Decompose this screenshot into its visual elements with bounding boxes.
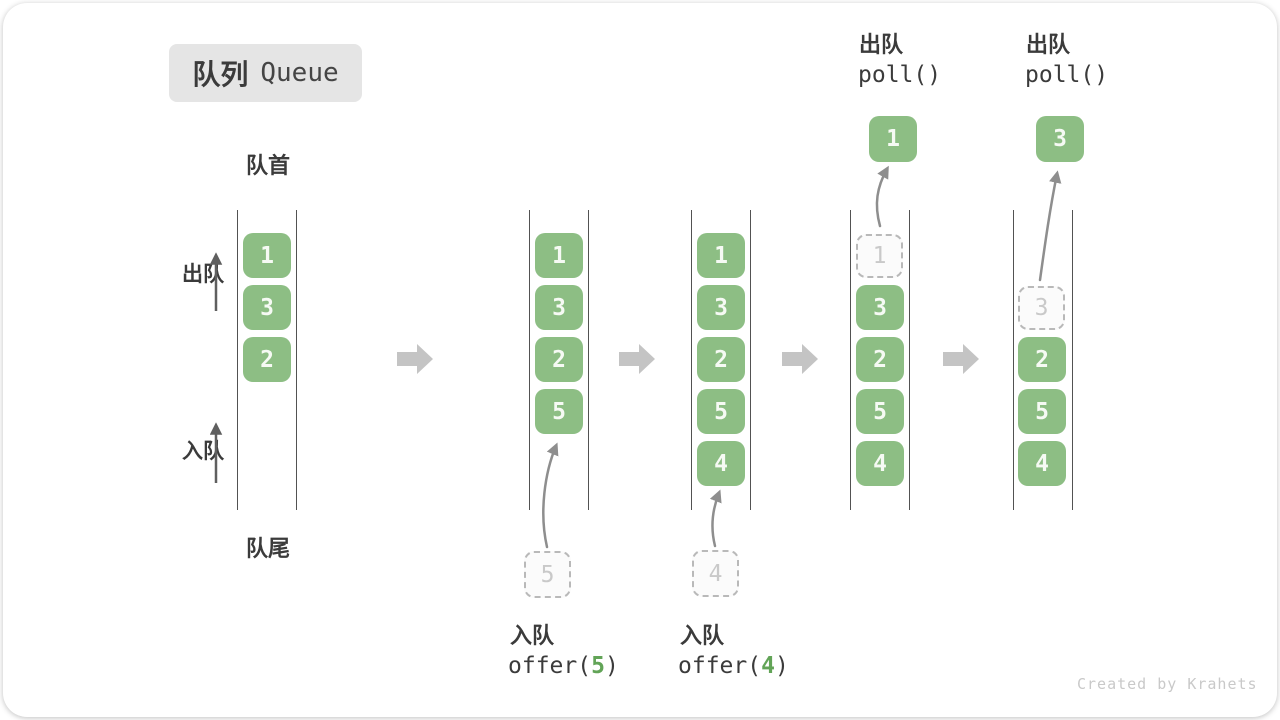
queue5-slot: 4: [1018, 441, 1066, 486]
queue-channel-1: [237, 210, 297, 510]
enqueue-side-label: 入队: [182, 439, 224, 463]
poll-op-label: 出队: [859, 33, 904, 58]
offer-code-close: ): [774, 653, 789, 679]
queue2-slot: 5: [535, 389, 583, 434]
queue2-slot: 3: [535, 285, 583, 330]
offer-code-open: offer(: [678, 653, 762, 679]
queue3-slot: 1: [697, 233, 745, 278]
queue3-slot: 4: [697, 441, 745, 486]
offer-code-arg: 4: [761, 653, 775, 679]
dequeue-side-label: 出队: [182, 262, 224, 286]
title-en: Queue: [260, 58, 339, 88]
polled-value-box: 1: [869, 116, 917, 162]
queue3-slot: 5: [697, 389, 745, 434]
poll-op-code: poll(): [858, 62, 942, 88]
poll-op-code: poll(): [1025, 62, 1109, 88]
step-arrow-icon: [397, 344, 433, 374]
queue5-slot: 2: [1018, 337, 1066, 382]
queue4-slot: 2: [856, 337, 904, 382]
queue-front-label: 队首: [245, 154, 290, 179]
offer-op-label: 入队: [680, 624, 725, 649]
offer-op-code: offer(4): [678, 653, 789, 679]
offer-op-code: offer(5): [508, 653, 619, 679]
queue2-slot: 2: [535, 337, 583, 382]
queue2-slot: 1: [535, 233, 583, 278]
queue4-slot: 5: [856, 389, 904, 434]
queue-channel-2: [529, 210, 589, 510]
offer-code-open: offer(: [508, 653, 592, 679]
enqueue-pending-box: 5: [524, 551, 571, 598]
title-badge: 队列 Queue: [169, 44, 362, 102]
queue4-removed-slot: 1: [856, 234, 903, 278]
offer-code-close: ): [604, 653, 619, 679]
step-arrow-icon: [782, 344, 818, 374]
watermark: Created by Krahets: [1077, 675, 1258, 693]
offer-op-label: 入队: [510, 624, 555, 649]
step-arrow-icon: [943, 344, 979, 374]
enqueue-pending-box: 4: [692, 550, 739, 597]
queue1-slot: 3: [243, 285, 291, 330]
queue5-slot: 5: [1018, 389, 1066, 434]
queue3-slot: 2: [697, 337, 745, 382]
queue-channel-4: [850, 210, 910, 510]
queue5-removed-slot: 3: [1018, 286, 1065, 330]
polled-value-box: 3: [1036, 116, 1084, 162]
queue4-slot: 4: [856, 441, 904, 486]
queue1-slot: 2: [243, 337, 291, 382]
queue4-slot: 3: [856, 285, 904, 330]
offer-code-arg: 5: [591, 653, 605, 679]
queue-channel-5: [1013, 210, 1073, 510]
queue-channel-3: [691, 210, 751, 510]
queue-rear-label: 队尾: [245, 537, 290, 562]
poll-op-label: 出队: [1026, 33, 1071, 58]
step-arrow-icon: [619, 344, 655, 374]
title-zh: 队列: [192, 58, 249, 91]
queue1-slot: 1: [243, 233, 291, 278]
queue3-slot: 3: [697, 285, 745, 330]
